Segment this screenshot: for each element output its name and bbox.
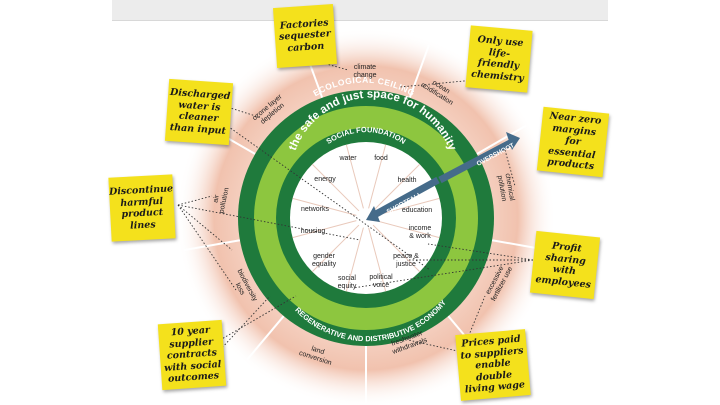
social-dimension-labels: water food health education income& work peac… xyxy=(301,155,433,290)
note-discharged-water: Discharged water is cleaner than input xyxy=(164,78,234,146)
social-label-health: health xyxy=(397,177,416,184)
note-prices-paid-suppliers: Prices paid to suppliers enable double l… xyxy=(455,329,531,401)
top-bar xyxy=(112,0,608,21)
social-label-peace-justice: peace &justice xyxy=(393,253,419,268)
note-discontinue-harmful-products: Discontinue harmful product lines xyxy=(108,174,176,242)
note-supplier-contracts: 10 year supplier contracts with social o… xyxy=(157,319,227,391)
note-profit-sharing: Profit sharing with employees xyxy=(529,230,601,300)
note-near-zero-margins: Near zero margins for essential products xyxy=(536,106,610,178)
note-connectors xyxy=(177,57,534,353)
social-label-food: food xyxy=(374,155,388,162)
social-label-networks: networks xyxy=(301,206,330,213)
note-factories-sequester-carbon: Factories sequester carbon xyxy=(272,3,338,69)
note-life-friendly-chemistry: Only use life-friendly chemistry xyxy=(465,25,533,93)
social-label-energy: energy xyxy=(314,176,336,183)
social-label-housing: housing xyxy=(301,228,326,235)
social-label-education: education xyxy=(402,207,432,214)
eco-label-chemical-pollution: chemicalpollution xyxy=(496,173,516,203)
social-label-income-work: income& work xyxy=(409,225,432,240)
social-label-water: water xyxy=(338,155,357,162)
inner-dividers xyxy=(292,144,440,292)
